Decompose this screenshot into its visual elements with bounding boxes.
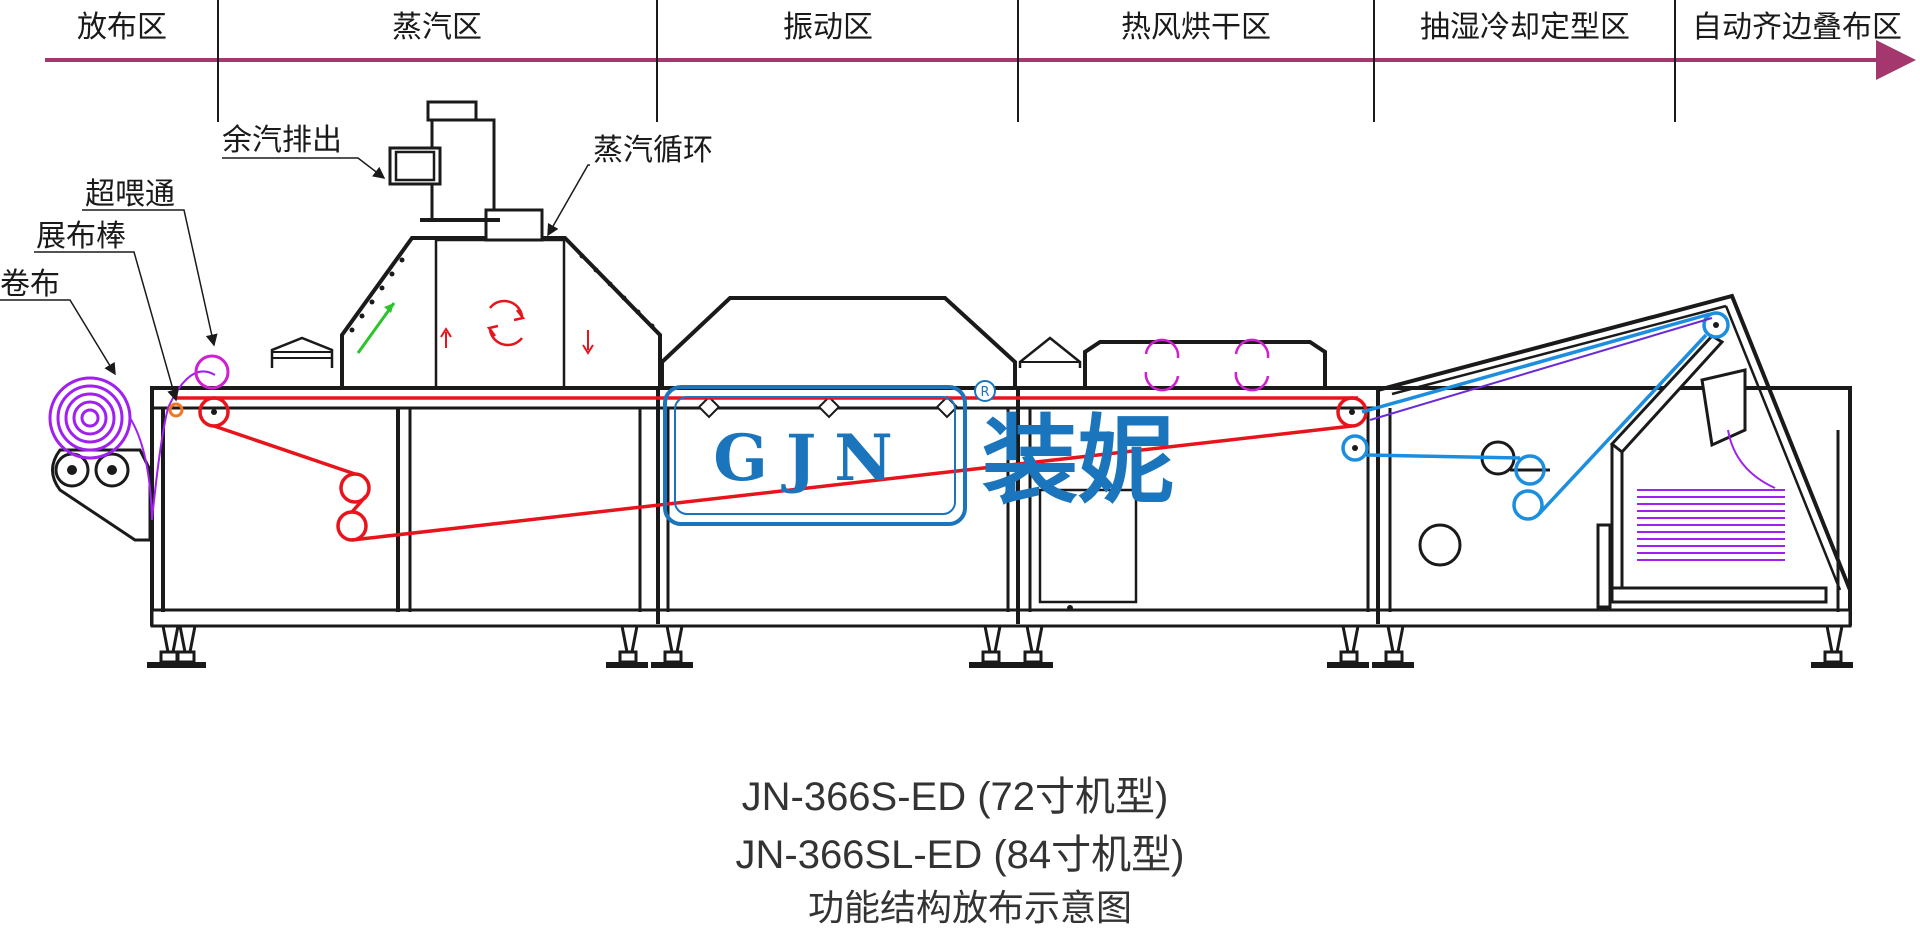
- logo-chinese: 装妮: [982, 405, 1174, 517]
- steam-section: [270, 100, 662, 390]
- callout-overfeed-label: 超喂通: [85, 177, 175, 212]
- zone-label-steam: 蒸汽区: [392, 10, 482, 45]
- exhaust-stack: [426, 100, 478, 122]
- zone-label-unwind: 放布区: [77, 10, 167, 45]
- drying-section: [1018, 336, 1327, 392]
- zone-label-vibration: 振动区: [783, 10, 873, 45]
- base-rail: [150, 608, 1852, 628]
- logo-latin: GJN: [713, 421, 910, 496]
- caption-model-2: JN-366SL-ED (84寸机型): [735, 833, 1184, 877]
- zone-label-cooling-setting: 抽湿冷却定型区: [1420, 10, 1630, 45]
- fabric-roll-icon: [48, 376, 132, 460]
- callout-spreader-label: 展布棒: [36, 219, 126, 254]
- vibration-hood: [660, 296, 1017, 388]
- overfeed-roller: [194, 354, 230, 390]
- zone-timeline: 放布区 蒸汽区 振动区 热风烘干区 抽湿冷却定型区 自动齐边叠布区: [45, 0, 1916, 122]
- steam-hood: [340, 236, 662, 388]
- brand-logo: GJN 装妮 R: [663, 380, 1174, 526]
- spreader-bar: [168, 402, 184, 418]
- circulation-icon: [486, 299, 526, 347]
- callout-exhaust-label: 余汽排出: [222, 123, 342, 158]
- hot-air-circulation-icon: [1144, 338, 1270, 392]
- steam-chamber: [434, 238, 566, 390]
- folding-hopper: [1700, 368, 1747, 448]
- logo-frame: [663, 385, 967, 526]
- vibration-section: [660, 296, 1017, 419]
- callouts: [0, 157, 590, 402]
- stack-platform: [1610, 586, 1828, 604]
- zone-label-hot-air-drying: 热风烘干区: [1121, 10, 1271, 45]
- caption-description: 功能结构放布示意图: [808, 888, 1132, 929]
- access-panel: [1038, 488, 1138, 604]
- caption-model-1: JN-366S-ED (72寸机型): [742, 775, 1169, 819]
- airflow-arrow-icon: [356, 302, 396, 354]
- cooling-frame: [1377, 293, 1852, 591]
- drying-hood: [1083, 340, 1327, 388]
- callout-roll-label: 卷布: [0, 267, 60, 302]
- machine-legs: [145, 624, 1855, 670]
- unwind-section: [48, 354, 230, 542]
- folded-fabric-stack: [1637, 489, 1785, 561]
- fabric-path-blue: [1341, 311, 1730, 521]
- callout-circulation-label: 蒸汽循环: [593, 133, 713, 168]
- registered-mark: R: [980, 385, 989, 400]
- registered-mark-icon: [974, 380, 996, 402]
- zone-label-auto-folding: 自动齐边叠布区: [1692, 10, 1902, 45]
- guide-roller-icons: [211, 322, 1719, 451]
